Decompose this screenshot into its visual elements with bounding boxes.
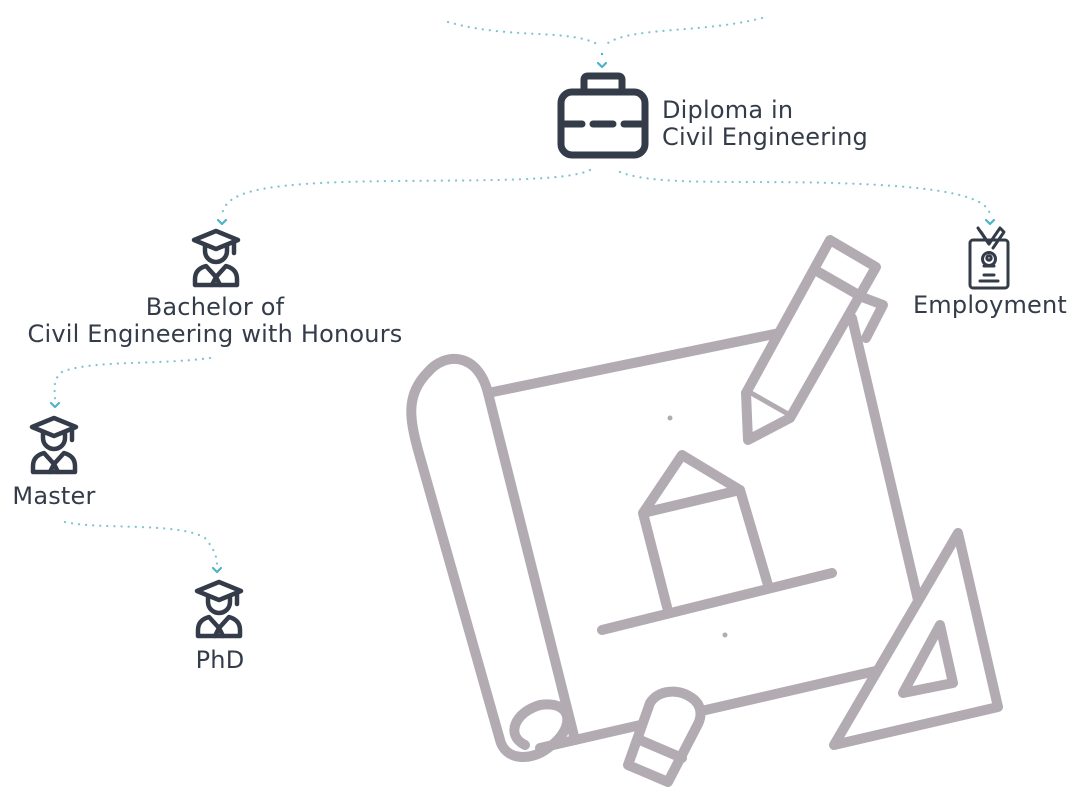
connector-arrowheads <box>49 52 996 574</box>
phd-label: PhD <box>170 647 270 674</box>
connectors <box>53 16 992 567</box>
pencil-illustration <box>741 235 888 445</box>
arrowhead-employment <box>984 218 996 226</box>
arrowhead-phd <box>211 566 223 574</box>
briefcase-icon <box>557 72 649 159</box>
blueprint-roll <box>406 367 573 762</box>
diploma-label-line2: Civil Engineering <box>662 123 868 151</box>
diploma-label-line1: Diploma in <box>662 96 794 124</box>
eraser-illustration <box>623 686 706 787</box>
master-label-text: Master <box>12 482 96 510</box>
graduate-icon-master <box>29 415 79 475</box>
bachelor-label-line1: Bachelor of <box>145 293 285 321</box>
blueprint-dot <box>722 632 728 638</box>
employment-label: Employment <box>900 292 1080 319</box>
blueprint-dot <box>667 415 673 421</box>
graduate-icon-bachelor <box>191 228 241 288</box>
connector-master-phd <box>63 520 219 567</box>
arrowhead-diploma <box>596 61 608 69</box>
blueprint-house <box>638 450 773 612</box>
diploma-label: Diploma in Civil Engineering <box>662 97 868 151</box>
connector-diploma-employment <box>618 170 992 217</box>
employment-label-text: Employment <box>912 291 1068 319</box>
arrowhead-bachelor <box>216 218 228 226</box>
blueprint-ground <box>597 568 837 635</box>
connector-top-left <box>446 20 602 48</box>
connector-top-right <box>602 16 764 48</box>
phd-label-text: PhD <box>195 646 245 674</box>
bachelor-label: Bachelor of Civil Engineering with Honou… <box>0 294 430 348</box>
master-label: Master <box>0 483 108 510</box>
connector-bachelor-master <box>53 356 212 402</box>
bachelor-label-line2: Civil Engineering with Honours <box>27 320 403 348</box>
id-badge-icon <box>968 226 1010 290</box>
arrowhead-master <box>49 401 61 409</box>
blueprint-sheet <box>483 313 923 605</box>
triangle-ruler-illustration <box>829 528 1003 750</box>
graduate-icon-phd <box>194 579 244 639</box>
connector-diploma-bachelor <box>220 168 592 217</box>
